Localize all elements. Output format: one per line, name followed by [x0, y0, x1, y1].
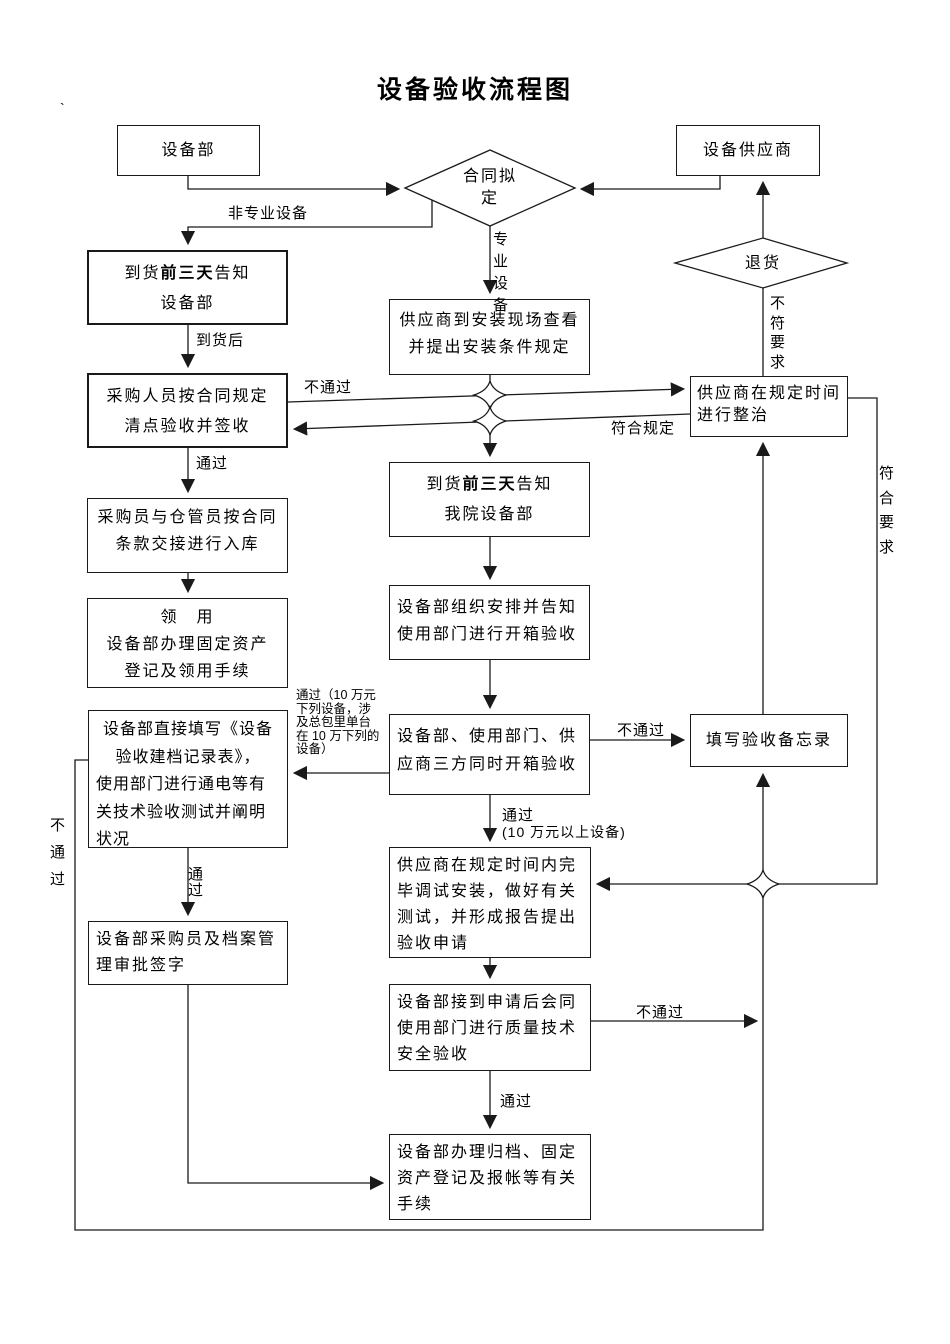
label-fail-record-form: 不通过 [49, 817, 65, 888]
label-pass-record-form: 通过 [187, 866, 203, 899]
node-notify-dept: 到货前三天告知 设备部 [87, 250, 288, 325]
node-notify-hospital: 到货前三天告知 我院设备部 [389, 462, 590, 537]
label-not-conform-req: 不符要求 [769, 295, 785, 371]
arrow-rectify-to-install [595, 397, 878, 892]
label-professional: 专业设备 [492, 231, 508, 314]
label-pass-unbox: 通过 [502, 807, 535, 824]
arrow-archive-sign-to-final [187, 985, 385, 1191]
line-jump-icon [471, 404, 509, 438]
node-record-form: 设备部直接填写《设备 验收建档记录表》， 使用部门进行通电等有 关技术验收测试并… [88, 710, 288, 848]
arrow-record-fail-to-memo [74, 759, 771, 1231]
label-fail-unbox: 不通过 [617, 722, 666, 739]
node-warehouse: 采购员与仓管员按合同 条款交接进行入库 [87, 498, 288, 573]
label-non-professional: 非专业设备 [228, 205, 309, 222]
node-archive-sign: 设备部采购员及档案管 理审批签字 [88, 921, 288, 985]
node-quality-check: 设备部接到申请后会同 使用部门进行质量技术 安全验收 [389, 984, 591, 1071]
page-title: 设备验收流程图 [376, 76, 573, 104]
node-return-diamond: 退货 [744, 255, 781, 272]
node-arrange-unbox: 设备部组织安排并告知 使用部门进行开箱验收 [389, 585, 590, 660]
arrow-contract-to-notify-dept [180, 200, 433, 246]
line-jump-icon [744, 867, 782, 901]
node-memo: 填写验收备忘录 [690, 714, 848, 767]
node-contract-diamond: 合同拟 定 [462, 168, 517, 207]
contract-diamond-shape [403, 149, 577, 227]
label-fail-quality: 不通过 [636, 1004, 685, 1021]
node-install-test: 供应商在规定时间内完 毕调试安装，做好有关 测试，并形成报告提出 验收申请 [389, 847, 591, 958]
node-receive-use: 领 用 设备部办理固定资产 登记及领用手续 [87, 598, 288, 688]
node-check-sign: 采购人员按合同规定 清点验收并签收 [87, 373, 288, 448]
arrow-dept-to-contract [187, 176, 401, 197]
label-after-arrival: 到货后 [196, 332, 245, 349]
return-diamond-shape [672, 237, 850, 289]
node-final-archive: 设备部办理归档、固定 资产登记及报帐等有关 手续 [389, 1134, 591, 1220]
node-site-check: 供应商到安装现场查看 并提出安装条件规定 [389, 299, 590, 375]
label-conform-rule: 符合规定 [611, 420, 676, 437]
node-dept: 设备部 [117, 125, 260, 176]
label-pass-above-100k-note: (10 万元以上设备) [502, 824, 626, 840]
label-fail-check: 不通过 [304, 379, 353, 396]
node-supplier: 设备供应商 [676, 125, 820, 176]
node-rectify: 供应商在规定时间 进行整治 [690, 376, 848, 437]
label-conform-req: 符合要求 [878, 465, 894, 556]
label-pass-quality: 通过 [500, 1093, 533, 1110]
arrow-supplier-to-contract [579, 176, 721, 197]
label-pass-check: 通过 [196, 455, 229, 472]
label-pass-under-100k-note: 通过（10 万元 下列设备，涉 及总包里单台 在 10 万下列的 设备） [296, 688, 380, 757]
node-tripartite-unbox: 设备部、使用部门、供 应商三方同时开箱验收 [389, 714, 590, 795]
stray-mark: ` [60, 100, 65, 116]
